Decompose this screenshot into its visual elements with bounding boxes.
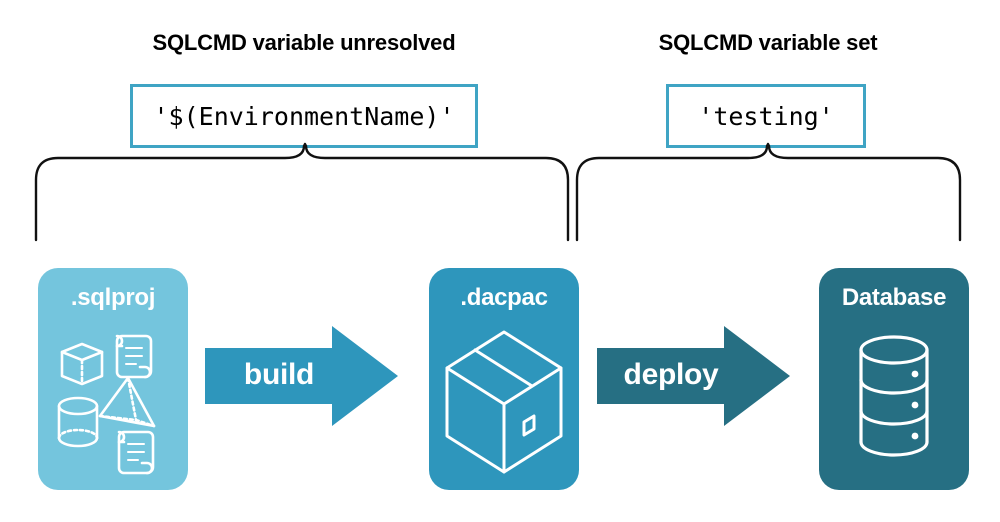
code-box-environment-name: '$(EnvironmentName)' bbox=[130, 84, 478, 148]
arrow-shape-deploy bbox=[597, 326, 790, 426]
pyramid-icon bbox=[98, 376, 156, 428]
stage-card-sqlproj[interactable]: .sqlproj bbox=[38, 268, 188, 490]
card-label-sqlproj: .sqlproj bbox=[70, 284, 156, 311]
arrow-label-deploy: deploy bbox=[623, 358, 719, 391]
database-artwork bbox=[859, 335, 929, 457]
arrow-deploy: deploy bbox=[597, 326, 797, 426]
sqlproj-artwork bbox=[57, 334, 156, 475]
arrow-build: build bbox=[205, 326, 405, 426]
cube-icon bbox=[60, 342, 104, 386]
scroll-icon bbox=[115, 334, 153, 379]
database-cylinder-icon bbox=[859, 335, 929, 457]
cylinder-icon bbox=[57, 396, 99, 448]
card-label-database: Database bbox=[841, 284, 947, 311]
dacpac-artwork bbox=[445, 330, 563, 474]
scroll-icon bbox=[117, 430, 155, 475]
heading-sqlcmd-variable-unresolved: SQLCMD variable unresolved bbox=[152, 30, 456, 55]
database-status-dots bbox=[911, 370, 919, 440]
heading-sqlcmd-variable-set: SQLCMD variable set bbox=[658, 30, 878, 55]
package-box-icon bbox=[445, 330, 563, 474]
code-box-testing: 'testing' bbox=[666, 84, 866, 148]
stage-card-dacpac[interactable]: .dacpac bbox=[429, 268, 579, 490]
card-label-dacpac: .dacpac bbox=[460, 284, 548, 311]
brace-right bbox=[575, 142, 962, 242]
arrow-label-build: build bbox=[243, 358, 315, 391]
stage-card-database[interactable]: Database bbox=[819, 268, 969, 490]
brace-left bbox=[34, 142, 570, 242]
arrow-shape-build bbox=[205, 326, 398, 426]
